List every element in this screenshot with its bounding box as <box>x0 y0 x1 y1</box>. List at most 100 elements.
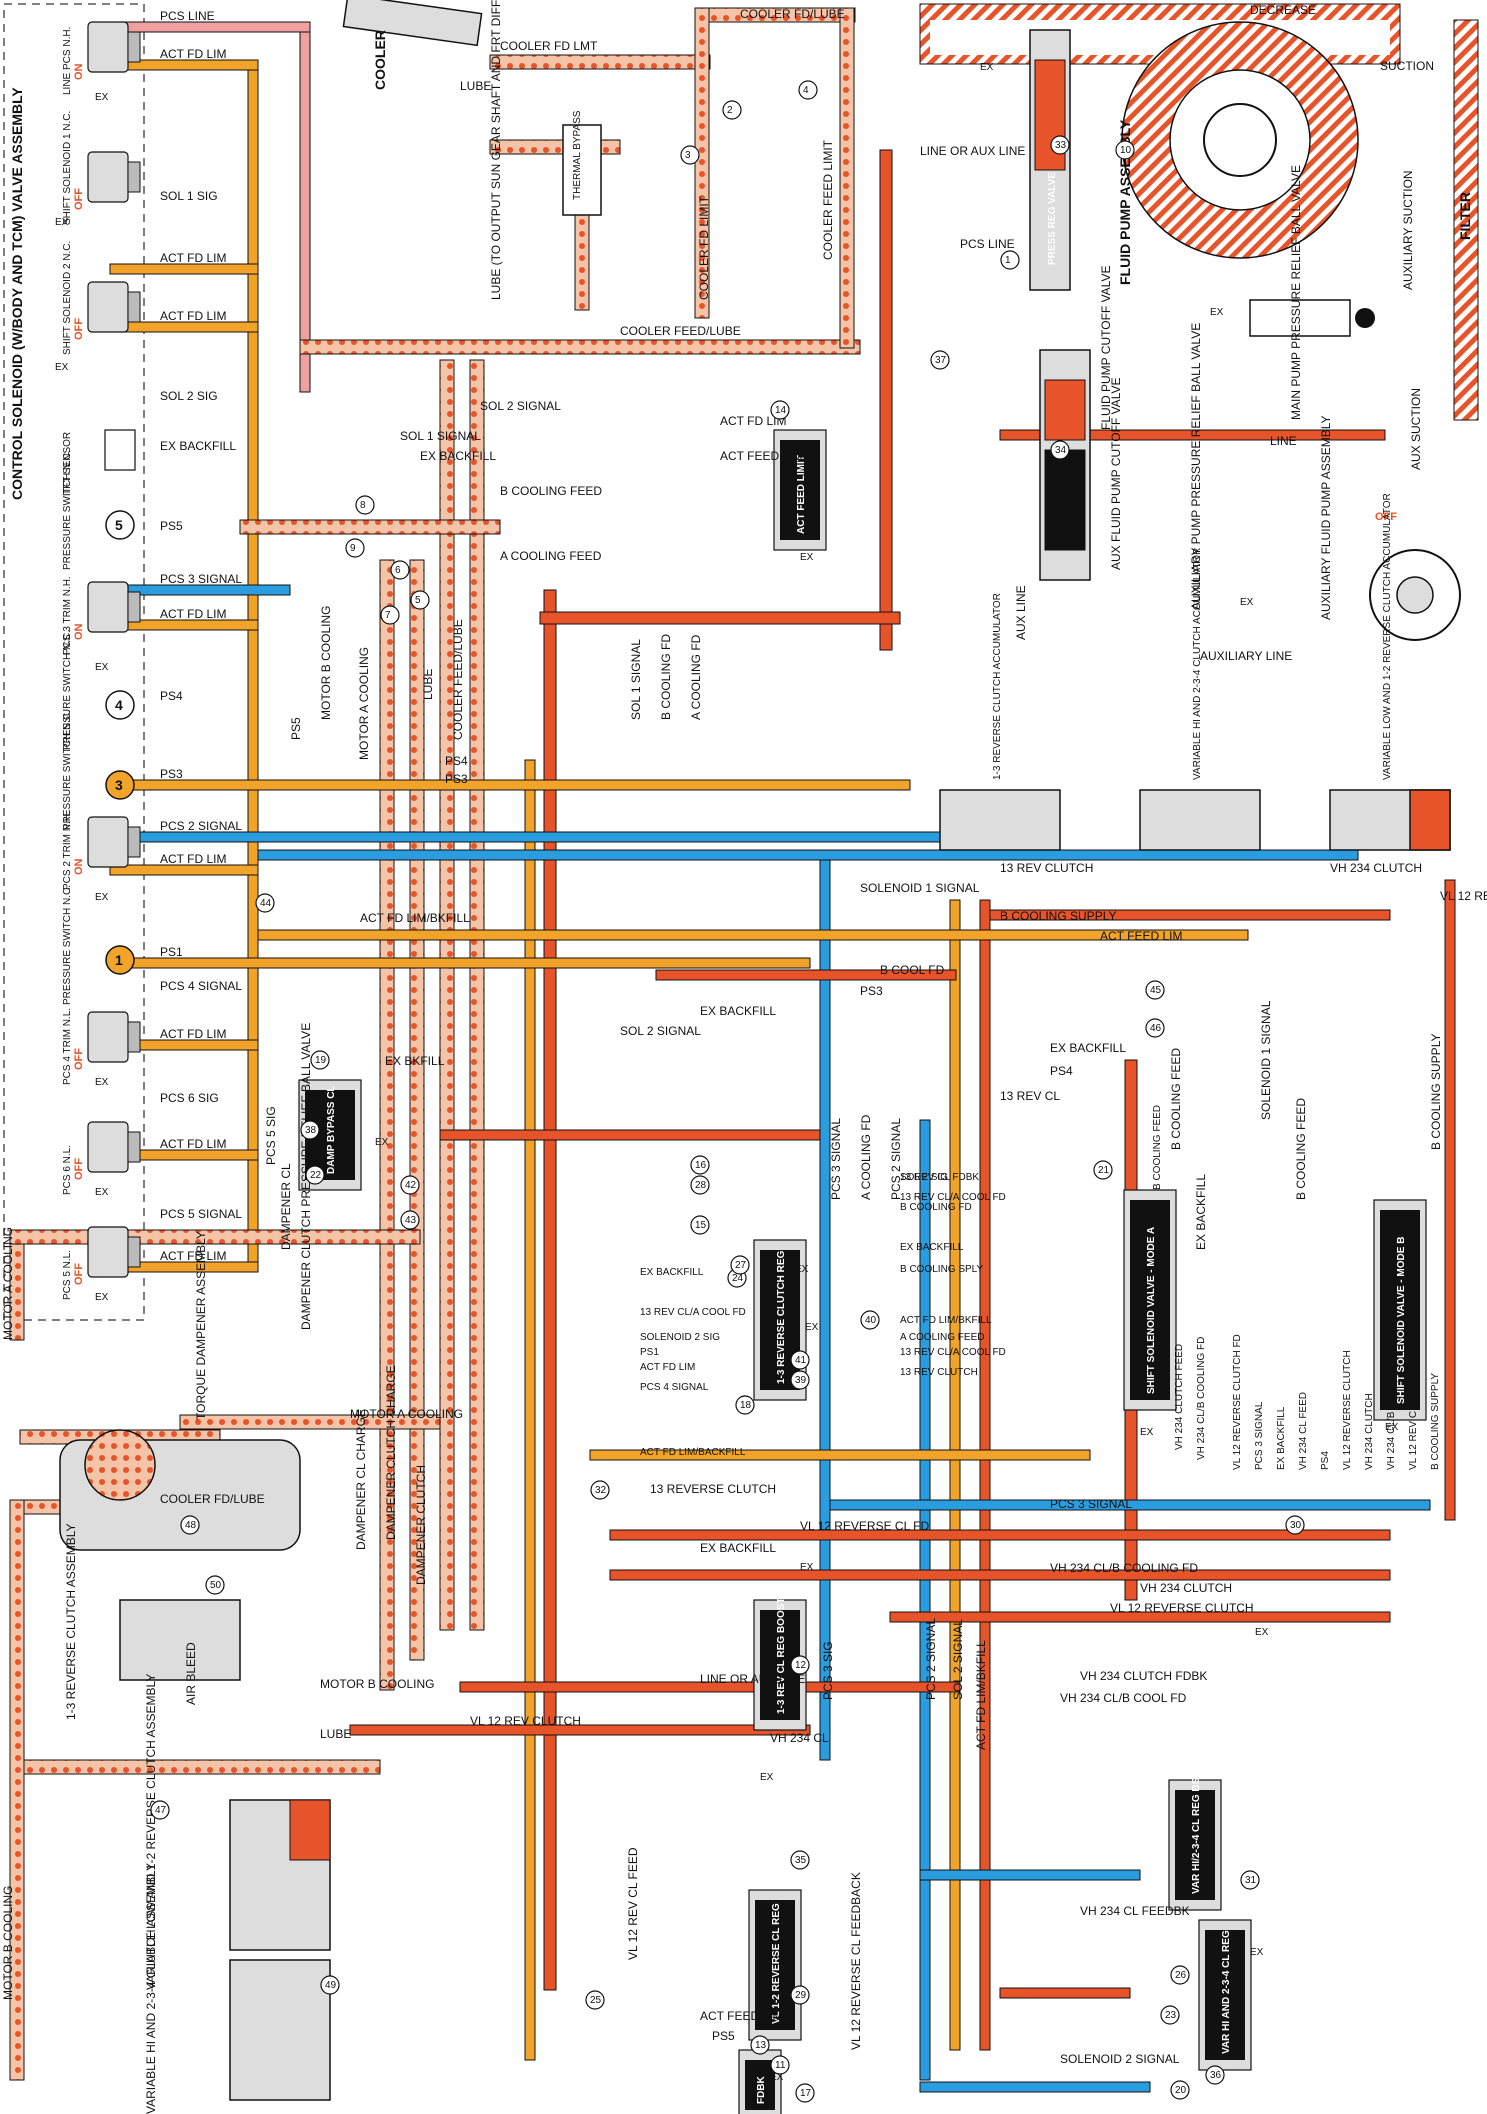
circuit-number: 49 <box>320 1975 340 1995</box>
circuit-number-ring <box>790 1850 810 1870</box>
top-label: AUXILIARY FLUID PUMP ASSEMBLY <box>1319 415 1333 620</box>
top-label: A COOLING FD <box>689 634 703 720</box>
circuit-number-text: 25 <box>590 1995 602 2006</box>
solenoid-state: OFF <box>73 1263 85 1285</box>
valve-name: VAR HI AND 2-3-4 CL REG <box>1221 1930 1232 2054</box>
b-cooling-feed-channel <box>239 519 501 535</box>
solenoid-name: PCS 6 N.L. <box>62 1145 73 1195</box>
pressure-switch-number: 1 <box>115 952 123 968</box>
circuit-number-ring <box>1170 2080 1190 2100</box>
solenoid-state: OFF <box>73 318 85 340</box>
cooler-feed-lube-trunk <box>469 359 485 1631</box>
valve-name: 1-3 REVERSE CLUTCH REG <box>776 1250 787 1384</box>
vh234-cool-fd-bottom <box>999 1987 1131 1999</box>
solenoid-name: PCS 5 N.L. <box>62 1250 73 1300</box>
lower-label: LINE OR AUX LINE <box>700 1672 805 1686</box>
circuit-number-ring <box>1160 2005 1180 2025</box>
top-label: AUXILIARY SUCTION <box>1401 170 1415 290</box>
vl12-rev-clutch-channel <box>349 1724 811 1736</box>
mode-b-label: VL 12 REVERSE CLUTCH <box>1342 1350 1353 1470</box>
channel-label: EX BACKFILL <box>160 439 236 453</box>
solenoid-body <box>87 281 129 333</box>
circuit-number-ring <box>790 1985 810 2005</box>
lower-label: VH 234 CL FEEDBK <box>1080 1904 1190 1918</box>
circuit-number-ring <box>1000 250 1020 270</box>
circuit-number-ring <box>790 1350 810 1370</box>
var-hi-clutch-body <box>229 1959 331 2101</box>
circuit-number: 48 <box>180 1515 200 1535</box>
ps3-trunk <box>949 899 961 2051</box>
circuit-number: 8 <box>355 495 375 515</box>
top-label: A COOLING FEED <box>500 549 602 563</box>
solenoid-name: PRESSURE SWITCH N.C. <box>62 885 73 1005</box>
mid-label: A COOLING FD <box>859 1114 873 1200</box>
accumulator-3-fill <box>1409 789 1451 851</box>
mid-label: PCS 3 SIGNAL <box>829 1118 843 1200</box>
filter-column <box>1453 19 1479 421</box>
circuit-number-text: 50 <box>210 1580 222 1591</box>
top-label: AUXILIARY PUMP PRESSURE RELIEF BALL VALV… <box>1189 323 1203 610</box>
circuit-number: 35 <box>790 1850 810 1870</box>
mid-label: PCS 2 SIGNAL <box>889 1118 903 1200</box>
top-label: FLUID PUMP CUTOFF VALVE <box>1099 266 1113 430</box>
circuit-number-text: 40 <box>865 1315 877 1326</box>
pump-hub <box>1203 103 1277 177</box>
solenoid-port <box>127 31 141 63</box>
solenoid-state: OFF <box>73 1048 85 1070</box>
accumulators <box>939 789 1451 851</box>
circuit-number-ring <box>410 590 430 610</box>
top-label: B COOLING FEED <box>500 484 602 498</box>
channel-label: SOL 1 SIG <box>160 189 218 203</box>
lower-label: 1-3 REVERSE CLUTCH ASSEMBLY <box>64 1523 78 1720</box>
cooler-label: COOLER <box>372 30 388 90</box>
rev-reg-label: EX BACKFILL <box>640 1267 704 1278</box>
mid-label: B COOLING SUPPLY <box>1429 1034 1443 1150</box>
b-cool-fd-channel <box>655 969 957 981</box>
circuit-number-text: 28 <box>695 1180 707 1191</box>
circuit-number: 2 <box>722 100 742 120</box>
mode-b-label: VL 12 REVERSE CLUTCH FD <box>1232 1334 1243 1470</box>
fluid-pump: FILTER FLUID PUMP ASSEMBLY <box>919 3 1479 641</box>
top-label: MOTOR A COOLING <box>357 647 371 760</box>
circuit-number-ring <box>795 2083 815 2103</box>
ps3-channel <box>109 779 911 791</box>
top-label: COOLER FEED/LUBE <box>620 324 741 338</box>
pressure-switch-icon <box>105 510 135 540</box>
circuit-number-ring <box>320 1975 340 1995</box>
circuit-number: 30 <box>1285 1515 1305 1535</box>
clutch-assemblies <box>59 1429 331 2101</box>
ex-label: EX <box>95 1187 109 1198</box>
circuit-number-text: 10 <box>1120 145 1132 156</box>
circuit-number: 3 <box>680 145 700 165</box>
circuit-number-text: 12 <box>795 1660 807 1671</box>
circuit-number-text: 31 <box>1245 1875 1257 1886</box>
circuit-number-ring <box>750 2035 770 2055</box>
solenoid-state: ON <box>73 858 85 875</box>
vh234-clb-channel <box>609 1569 1391 1581</box>
valve-name: SHIFT SOLENOID VALVE - MODE B <box>1396 1237 1407 1404</box>
mode-b-label: PS4 <box>1320 1451 1331 1470</box>
cooler-fd-lmt-channel <box>489 54 711 70</box>
lower-label: TORQUE DAMPENER ASSEMBLY <box>194 1231 208 1420</box>
ex-label: EX <box>1250 1947 1264 1958</box>
circuit-number-ring <box>355 495 375 515</box>
circuit-number-text: 33 <box>1055 140 1067 151</box>
cooler-icon <box>342 0 483 47</box>
circuit-number-text: 43 <box>405 1215 417 1226</box>
lower-label: PCS 5 SIG <box>264 1106 278 1165</box>
solenoid-name: TFT SENSOR <box>62 432 73 495</box>
circuit-number-text: 5 <box>415 595 421 606</box>
lower-label: PS5 <box>712 2029 735 2043</box>
rev-reg-label: SOLENOID 2 SIG <box>640 1332 720 1343</box>
circuit-number-text: 17 <box>800 2088 812 2099</box>
act-feed-limit-trunk <box>524 759 536 2061</box>
cutoff-spring <box>1044 449 1086 551</box>
circuit-number-ring <box>730 1255 750 1275</box>
solenoid-name: PRESSURE SWITCH N.C. <box>62 630 73 750</box>
circuit-number-ring <box>690 1215 710 1235</box>
